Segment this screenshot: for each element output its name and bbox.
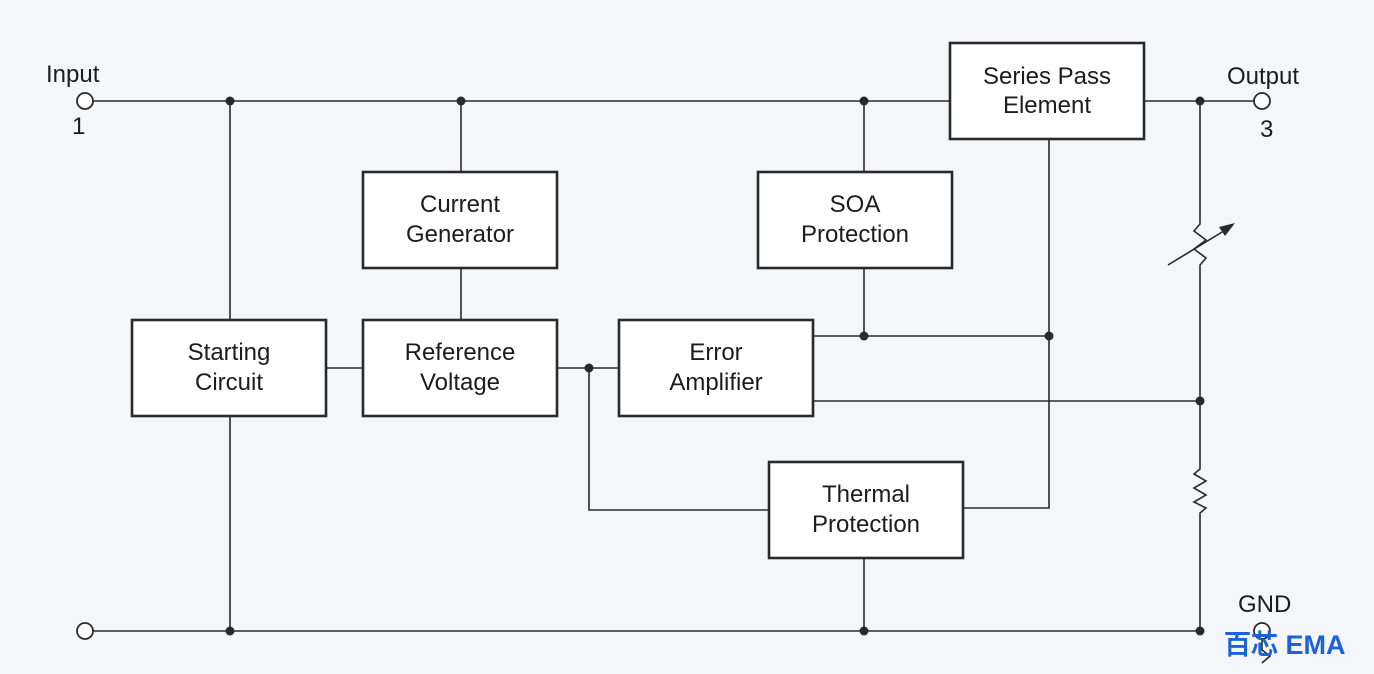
current-generator-line-1: Current	[420, 191, 500, 218]
series-pass-line-1: Series Pass	[983, 63, 1111, 90]
gnd-label: GND	[1238, 591, 1291, 618]
divider-upper-wire	[1192, 101, 1208, 631]
ground-terminal: GND	[76, 591, 1291, 640]
output-label: Output	[1227, 63, 1299, 90]
junctions	[225, 96, 1205, 636]
input-pin-number: 1	[72, 113, 85, 140]
thermal-protection-line-2: Protection	[812, 511, 920, 538]
junction-dot	[225, 96, 235, 106]
input-label: Input	[46, 61, 100, 88]
ground-left-terminal-circle	[76, 622, 94, 640]
gnd-terminal-circle	[1253, 622, 1271, 640]
reference-voltage-block: Reference Voltage	[361, 318, 559, 418]
starting-circuit-line-1: Starting	[188, 339, 271, 366]
starting-circuit-line-2: Circuit	[195, 369, 263, 396]
variable-resistor-arrowhead	[1219, 223, 1235, 236]
reference-voltage-line-1: Reference	[405, 339, 516, 366]
soa-protection-block: SOA Protection	[756, 170, 954, 270]
reference-voltage-line-2: Voltage	[420, 369, 500, 396]
thermal-protection-line-1: Thermal	[822, 481, 910, 508]
error-amplifier-line-1: Error	[689, 339, 742, 366]
junction-dot	[1044, 331, 1054, 341]
junction-dot	[1195, 626, 1205, 636]
junction-dot	[1195, 96, 1205, 106]
pass-drive-wire	[963, 139, 1050, 509]
output-pin-number: 3	[1260, 116, 1273, 143]
wires	[93, 100, 1272, 664]
output-terminal-circle	[1253, 92, 1271, 110]
series-pass-line-2: Element	[1003, 92, 1091, 119]
junction-dot	[456, 96, 466, 106]
error-amplifier-block: Error Amplifier	[617, 318, 815, 418]
reference-to-thermal-wire	[588, 368, 769, 511]
variable-resistor-arrow	[1167, 225, 1233, 266]
junction-dot	[1195, 396, 1205, 406]
output-terminal: Output 3	[1227, 63, 1299, 143]
input-terminal: Input 1	[46, 61, 100, 140]
junction-dot	[859, 331, 869, 341]
gnd-pin-lead	[1261, 638, 1272, 664]
current-generator-line-2: Generator	[406, 221, 514, 248]
thermal-protection-block: Thermal Protection	[767, 460, 965, 560]
watermark-logo: 百芯 EMA	[1224, 630, 1346, 660]
input-terminal-circle	[76, 92, 94, 110]
junction-dot	[859, 626, 869, 636]
junction-dot	[225, 626, 235, 636]
series-pass-element-block: Series Pass Element	[948, 41, 1146, 141]
error-amplifier-line-2: Amplifier	[669, 369, 762, 396]
current-generator-block: Current Generator	[361, 170, 559, 270]
soa-protection-line-2: Protection	[801, 221, 909, 248]
junction-dot	[859, 96, 869, 106]
junction-dot	[584, 363, 594, 373]
starting-circuit-block: Starting Circuit	[130, 318, 328, 418]
soa-protection-line-1: SOA	[830, 191, 881, 218]
